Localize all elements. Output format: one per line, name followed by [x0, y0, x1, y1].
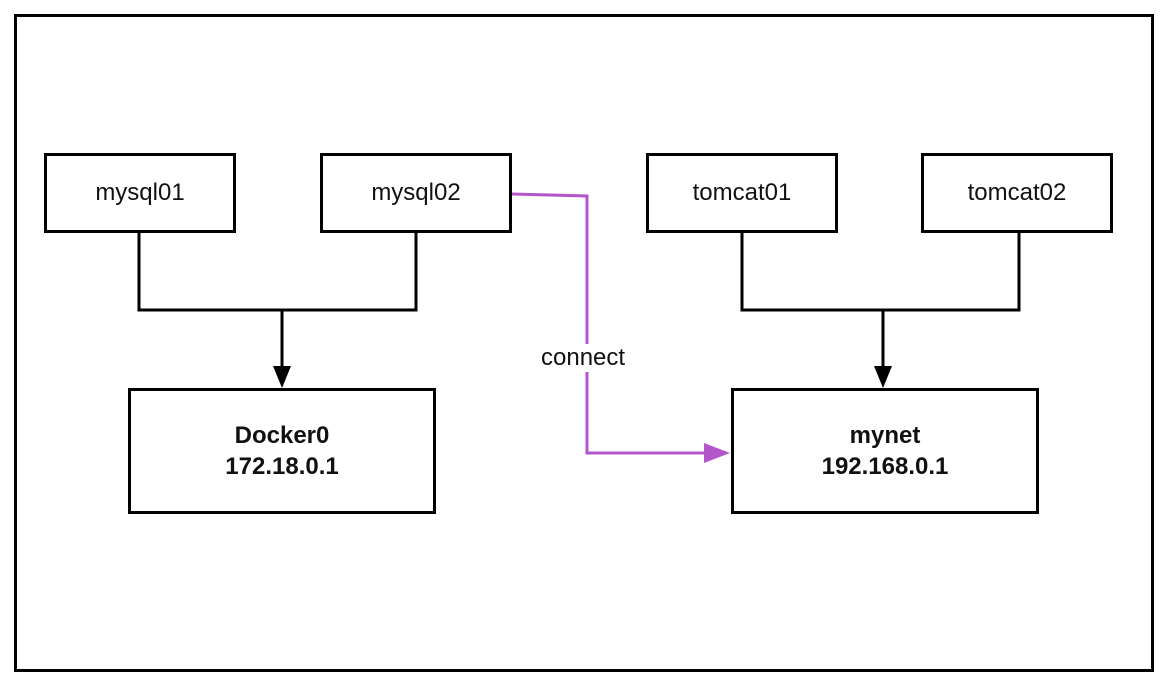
container-tomcat01-label: tomcat01 [692, 179, 792, 206]
network-mynet: mynet 192.168.0.1 [731, 388, 1039, 514]
connect-edge-label: connect [539, 344, 628, 372]
docker0-arrowhead [273, 366, 291, 388]
container-mysql01-label: mysql01 [95, 179, 185, 206]
container-mysql02-label: mysql02 [371, 179, 461, 206]
diagram-frame [14, 14, 1154, 672]
tomcat-bracket-line [740, 232, 1021, 312]
network-mynet-ip: 192.168.0.1 [821, 453, 949, 480]
connect-arrowhead [704, 443, 730, 463]
connect-line [511, 192, 712, 455]
container-tomcat02-label: tomcat02 [967, 179, 1067, 206]
container-tomcat01: tomcat01 [646, 153, 838, 233]
network-docker0-ip: 172.18.0.1 [225, 453, 339, 480]
container-mysql01: mysql01 [44, 153, 236, 233]
network-mynet-name: mynet [849, 422, 921, 449]
container-mysql02: mysql02 [320, 153, 512, 233]
container-tomcat02: tomcat02 [921, 153, 1113, 233]
network-docker0: Docker0 172.18.0.1 [128, 388, 436, 514]
mynet-arrowhead [874, 366, 892, 388]
network-docker0-name: Docker0 [234, 422, 330, 449]
mysql-bracket-line [137, 232, 418, 312]
